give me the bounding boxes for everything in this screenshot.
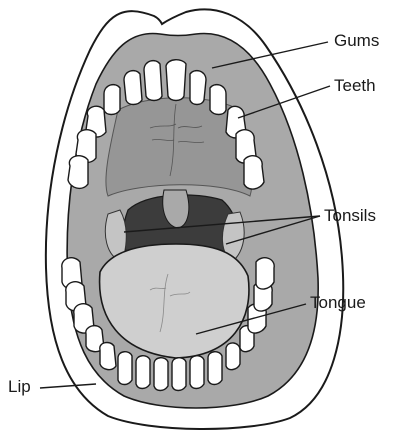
lower-incisor-5: [190, 356, 204, 389]
label-tongue: Tongue: [310, 294, 366, 311]
lower-incisor-6: [208, 352, 222, 385]
lower-incisor-1: [118, 352, 132, 385]
lower-canine-left: [100, 343, 116, 370]
upper-lateral-left: [124, 71, 142, 105]
label-tonsils: Tonsils: [324, 207, 376, 224]
lower-canine-right: [226, 343, 240, 370]
label-lip: Lip: [8, 378, 31, 395]
upper-molar-left-3: [68, 156, 88, 189]
label-gums: Gums: [334, 32, 379, 49]
lower-molar-right-3: [256, 258, 274, 289]
upper-incisor-right: [166, 60, 186, 101]
label-teeth: Teeth: [334, 77, 376, 94]
upper-canine-left: [104, 85, 120, 115]
upper-lateral-right: [190, 71, 206, 105]
upper-incisor-left: [144, 61, 162, 101]
lower-incisor-4: [172, 358, 186, 391]
lower-incisor-2: [136, 356, 150, 389]
upper-canine-right: [210, 85, 226, 115]
lower-incisor-3: [154, 358, 168, 391]
upper-molar-right-3: [244, 156, 264, 189]
